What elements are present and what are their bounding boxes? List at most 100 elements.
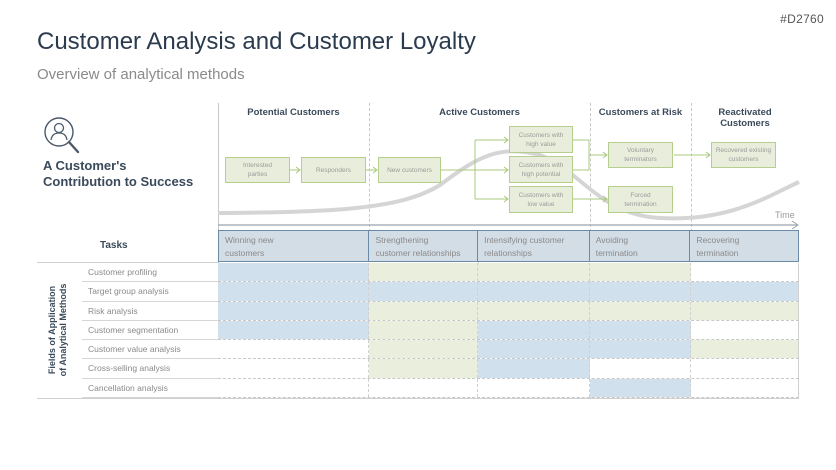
- document-code: #D2760: [780, 12, 824, 26]
- flow-box-text: termination: [624, 200, 657, 208]
- time-axis-arrowhead: [791, 220, 799, 230]
- matrix-cell-green: [590, 301, 691, 320]
- contribution-title-line2: Contribution to Success: [43, 174, 194, 189]
- flow-box-text: Customers with: [518, 191, 564, 199]
- matrix-cell-blue: [218, 301, 369, 320]
- task-header-text: customer relationships: [375, 248, 461, 258]
- matrix-cell-green: [691, 340, 799, 359]
- flow-box-text: customers: [728, 156, 759, 163]
- method-label: Target group analysis: [82, 282, 218, 302]
- matrix-cell-blue: [478, 320, 590, 340]
- task-header-text: Winning new: [225, 235, 274, 245]
- matrix-cell-green: [369, 340, 478, 359]
- matrix-cell-white: [478, 378, 590, 398]
- matrix-cell-green: [369, 359, 478, 378]
- matrix-row: [218, 359, 799, 379]
- matrix-cell-blue: [590, 320, 691, 340]
- task-header-text: Recovering: [696, 235, 740, 245]
- flow-box-recovered-customers: Recovered existing customers: [711, 142, 776, 168]
- matrix-cell-blue: [369, 282, 478, 301]
- task-header-text: termination: [696, 248, 739, 258]
- flow-box-text: Voluntary: [626, 147, 655, 154]
- flow-box-text: Customers with: [518, 161, 564, 169]
- flow-box-responders: Responders: [301, 157, 366, 183]
- task-header-intensifying: Intensifying customer relationships: [478, 231, 590, 261]
- flow-box-text: Forced: [630, 191, 651, 199]
- method-label: Risk analysis: [82, 302, 218, 321]
- flow-box-text: Recovered existing: [715, 147, 772, 154]
- time-axis-label: Time: [775, 210, 795, 220]
- flow-box-text: parties: [247, 171, 268, 178]
- method-label: Cross-selling analysis: [82, 359, 218, 379]
- matrix-cell-green: [369, 320, 478, 340]
- matrix-cell-white: [369, 378, 478, 398]
- method-label: Cancellation analysis: [82, 379, 218, 399]
- method-label: Customer profiling: [82, 263, 218, 283]
- fields-label-line1: Fields of Application: [47, 285, 57, 375]
- matrix-cell-blue: [478, 340, 590, 359]
- tasks-divider: [37, 262, 218, 263]
- method-label: Customer value analysis: [82, 340, 218, 360]
- matrix-cell-blue: [218, 282, 369, 301]
- matrix-cell-white: [691, 359, 799, 378]
- matrix-cell-blue: [590, 282, 691, 301]
- task-header-text: customers: [225, 248, 265, 258]
- contribution-title-line1: A Customer's: [43, 158, 127, 173]
- task-header-recovering: Recovering termination: [690, 231, 798, 261]
- page-title: Customer Analysis and Customer Loyalty: [37, 28, 476, 55]
- task-header-text: termination: [595, 248, 638, 258]
- table-bottom-border: [37, 398, 799, 399]
- task-header-avoiding: Avoiding termination: [590, 231, 691, 261]
- flow-box-text: Customers with: [518, 131, 564, 139]
- matrix-row: [218, 378, 799, 399]
- task-header-strengthening: Strengthening customer relationships: [369, 231, 479, 261]
- matrix-cell-white: [218, 359, 369, 378]
- matrix-cell-white: [590, 359, 691, 378]
- matrix-cell-green: [590, 263, 691, 282]
- task-header-text: relationships: [484, 248, 532, 258]
- matrix-cell-green: [691, 301, 799, 320]
- phase-title-reactivated: Reactivated Customers: [691, 107, 799, 129]
- matrix-cell-blue: [478, 359, 590, 378]
- flow-box-text: high value: [526, 140, 556, 148]
- flow-box-text: Responders: [315, 166, 352, 174]
- page-subtitle: Overview of analytical methods: [37, 66, 245, 83]
- matrix-cell-blue: [590, 340, 691, 359]
- phase-title-reactivated-line1: Reactivated: [718, 107, 772, 118]
- matrix-row: [218, 340, 799, 360]
- application-matrix: [218, 263, 799, 399]
- matrix-cell-blue: [691, 282, 799, 301]
- matrix-cell-green: [369, 263, 478, 282]
- matrix-cell-blue: [590, 378, 691, 398]
- task-header-row: Winning new customers Strengthening custom…: [218, 230, 799, 262]
- task-header-text: Avoiding: [595, 235, 629, 245]
- tasks-label: Tasks: [100, 240, 128, 251]
- matrix-row: [218, 301, 799, 321]
- method-label: Customer segmentation: [82, 321, 218, 341]
- flow-box-text: Interested: [243, 162, 272, 169]
- task-header-winning: Winning new customers: [219, 231, 370, 261]
- matrix-cell-green: [369, 301, 478, 320]
- matrix-cell-blue: [218, 263, 369, 282]
- phase-title-potential: Potential Customers: [247, 107, 340, 118]
- matrix-cell-blue: [218, 320, 369, 340]
- task-header-text: Strengthening: [375, 235, 429, 245]
- matrix-cell-white: [218, 340, 369, 359]
- flow-box-text: terminators: [624, 156, 657, 163]
- matrix-row: [218, 282, 799, 302]
- matrix-cell-white: [691, 320, 799, 340]
- matrix-cell-blue: [478, 282, 590, 301]
- flow-box-new-customers: New customers: [378, 157, 441, 183]
- phase-title-reactivated-line2: Customers: [720, 118, 770, 129]
- task-header-text: Intensifying customer: [484, 235, 565, 245]
- matrix-cell-green: [478, 301, 590, 320]
- matrix-cell-white: [691, 263, 799, 282]
- matrix-cell-white: [218, 378, 369, 398]
- fields-label-line2: of Analytical Methods: [58, 283, 68, 377]
